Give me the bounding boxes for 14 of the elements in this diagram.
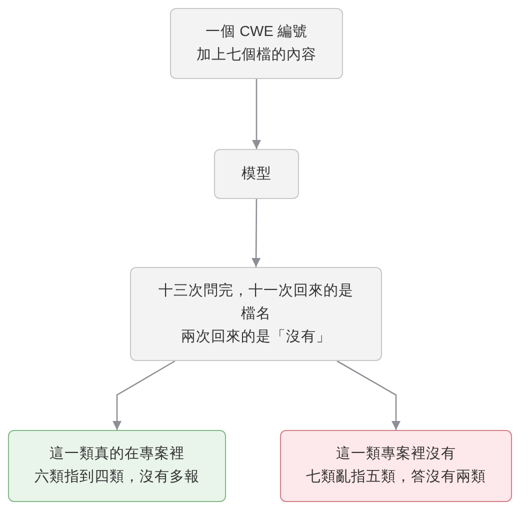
- process-step: [214, 149, 299, 199]
- step-text: 這一類專案裡沒有七類亂指五類，答沒有兩類: [306, 444, 486, 487]
- process-step: [130, 267, 382, 361]
- outcome-step: [8, 430, 226, 502]
- step-text: 十三次問完，十一次回來的是檔名兩次回來的是「沒有」: [158, 282, 354, 346]
- step-text: 模型: [242, 164, 272, 184]
- step-text: 一個 CWE 編號加上七個檔的內容: [196, 22, 316, 64]
- arrow: [252, 199, 261, 267]
- outcome-step: [280, 430, 512, 502]
- arrow: [112, 360, 176, 430]
- process-step: [170, 8, 343, 79]
- step-text: 這一類真的在專案裡六類指到四類，沒有多報: [34, 444, 200, 487]
- arrow: [252, 79, 261, 149]
- arrow: [336, 360, 400, 430]
